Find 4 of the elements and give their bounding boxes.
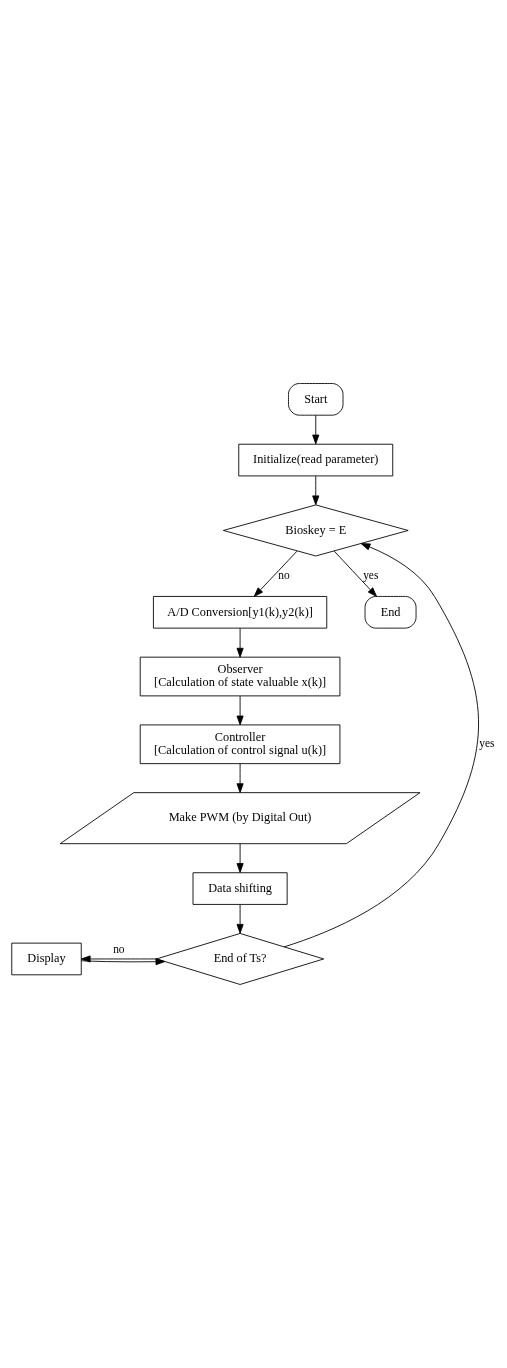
edge-label: yes	[479, 737, 495, 750]
edge-label: no	[113, 943, 125, 956]
edge-label: no	[278, 569, 290, 582]
edge-label: yes	[363, 569, 379, 582]
